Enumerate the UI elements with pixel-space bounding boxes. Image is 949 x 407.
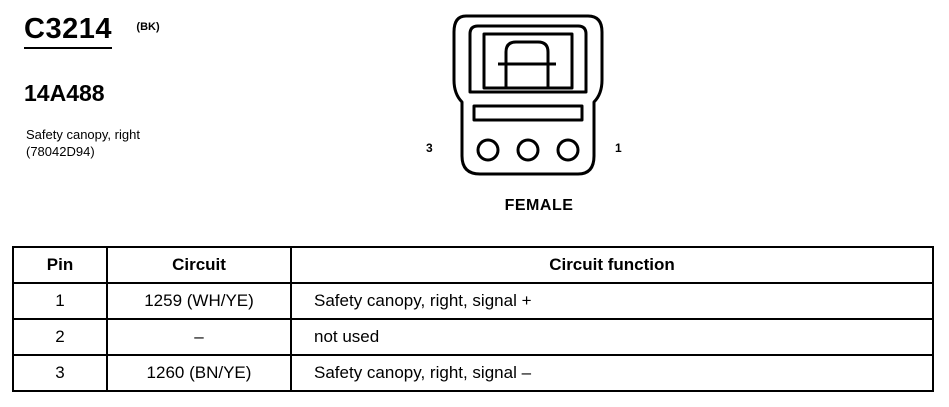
function-cell: not used <box>290 318 934 356</box>
pin-cavity-3 <box>476 138 500 162</box>
function-cell: Safety canopy, right, signal – <box>290 354 934 392</box>
lock-tab <box>504 40 550 90</box>
table-header-row: Pin Circuit Circuit function <box>12 246 934 284</box>
pinout-table: Pin Circuit Circuit function 1 1259 (WH/… <box>12 246 934 392</box>
terminal-bar <box>472 104 584 122</box>
latch-inner <box>482 32 574 90</box>
header-circuit-function: Circuit function <box>290 246 934 284</box>
connector-face-diagram <box>452 14 604 176</box>
pin-cell: 1 <box>12 282 108 320</box>
connector-id: C3214 <box>24 14 112 49</box>
connector-header: C3214 (BK) <box>24 14 160 49</box>
table-row: 3 1260 (BN/YE) Safety canopy, right, sig… <box>12 354 934 392</box>
circuit-cell: 1260 (BN/YE) <box>106 354 292 392</box>
table-row: 1 1259 (WH/YE) Safety canopy, right, sig… <box>12 282 934 320</box>
pin-label-right: 1 <box>615 141 622 155</box>
header-pin: Pin <box>12 246 108 284</box>
pin-cavity-2 <box>516 138 540 162</box>
pin-cavity-1 <box>556 138 580 162</box>
connector-description: Safety canopy, right (78042D94) <box>26 126 140 160</box>
circuit-cell: – <box>106 318 292 356</box>
connector-color-code: (BK) <box>136 21 160 33</box>
pin-label-left: 3 <box>426 141 433 155</box>
description-line: Safety canopy, right <box>26 127 140 142</box>
pin-cell: 3 <box>12 354 108 392</box>
connector-housing-outline <box>452 14 604 176</box>
part-number: 14A488 <box>24 80 105 106</box>
function-cell: Safety canopy, right, signal + <box>290 282 934 320</box>
latch-outer <box>468 24 588 94</box>
connector-gender: FEMALE <box>504 197 574 214</box>
description-line: (78042D94) <box>26 144 95 159</box>
circuit-cell: 1259 (WH/YE) <box>106 282 292 320</box>
table-row: 2 – not used <box>12 318 934 356</box>
pin-cell: 2 <box>12 318 108 356</box>
header-circuit: Circuit <box>106 246 292 284</box>
